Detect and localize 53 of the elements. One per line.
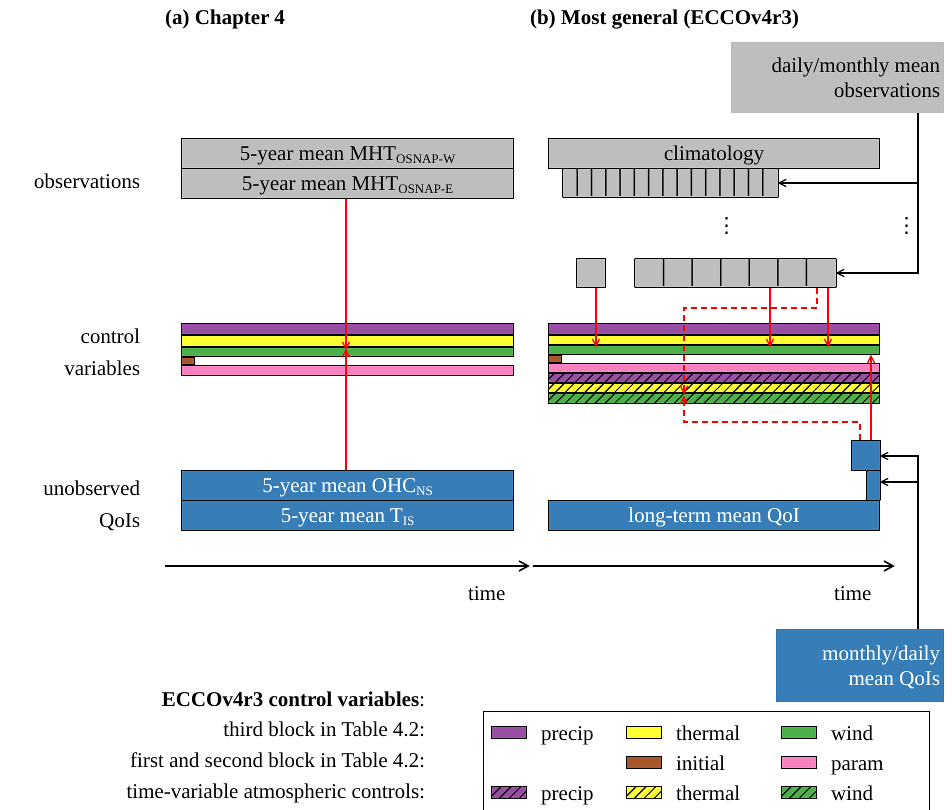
box-label: 5-year mean MHT$_{OSNAP-E}$ xyxy=(242,170,454,196)
axis-label: time xyxy=(468,580,506,606)
quantity-of-interest-box xyxy=(181,470,514,501)
observation-box xyxy=(181,168,514,199)
ellipsis: ⋮ xyxy=(716,212,737,238)
legend-label: thermal xyxy=(676,720,740,746)
arrow xyxy=(824,288,832,347)
arrow xyxy=(766,288,774,347)
box-label: 5-year mean T$_{IS}$ xyxy=(280,502,414,528)
box-label: long-term mean QoI xyxy=(628,503,800,528)
ellipsis: ⋮ xyxy=(896,212,917,238)
legend-label: wind xyxy=(831,780,873,806)
observation-box xyxy=(548,138,880,169)
box-label: climatology xyxy=(664,141,764,166)
row-label: observations xyxy=(34,168,140,194)
arrow xyxy=(342,199,350,350)
panel-title: (a) Chapter 4 xyxy=(165,4,285,30)
quantity-of-interest-box xyxy=(851,440,881,471)
axis-label: time xyxy=(834,580,872,606)
control-variable-stack xyxy=(181,323,514,376)
observation-box xyxy=(181,138,514,169)
arrow xyxy=(680,288,818,394)
legend-note: third block in Table 4.2: xyxy=(223,716,425,742)
arrow xyxy=(836,113,919,278)
arrow xyxy=(342,349,350,470)
arrow xyxy=(866,355,876,440)
observation-box xyxy=(576,258,606,288)
row-label: control variables xyxy=(63,323,140,382)
legend-label: precip xyxy=(541,720,594,746)
observation-box xyxy=(731,42,944,113)
arrow xyxy=(592,288,600,347)
legend-note: first and second block in Table 4.2: xyxy=(130,747,425,773)
quantity-of-interest-box xyxy=(181,500,514,531)
row-label: unobserved QoIs xyxy=(42,475,140,534)
legend-note: time-variable atmospheric controls: xyxy=(126,778,425,804)
observation-cell-row xyxy=(634,258,837,288)
legend-label: precip xyxy=(541,780,594,806)
legend-label: initial xyxy=(676,750,725,776)
quantity-of-interest-box xyxy=(866,470,881,501)
legend-label: thermal xyxy=(676,780,740,806)
quantity-of-interest-box xyxy=(776,629,944,702)
observation-cell-row xyxy=(562,168,779,198)
box-label: 5-year mean OHC$_{NS}$ xyxy=(262,472,433,498)
box-label: 5-year mean MHT$_{OSNAP-W}$ xyxy=(240,140,456,166)
box-label: daily/monthly mean observations xyxy=(770,53,940,102)
panel-title: (b) Most general (ECCOv4r3) xyxy=(530,4,799,30)
box-label: monthly/daily mean QoIs xyxy=(821,641,940,690)
arrow xyxy=(680,396,861,440)
legend-label: param xyxy=(831,750,884,776)
legend-heading: ECCOv4r3 control variables: xyxy=(162,686,425,712)
quantity-of-interest-box xyxy=(548,500,880,531)
legend-label: wind xyxy=(831,720,873,746)
control-variable-stack xyxy=(548,323,880,405)
